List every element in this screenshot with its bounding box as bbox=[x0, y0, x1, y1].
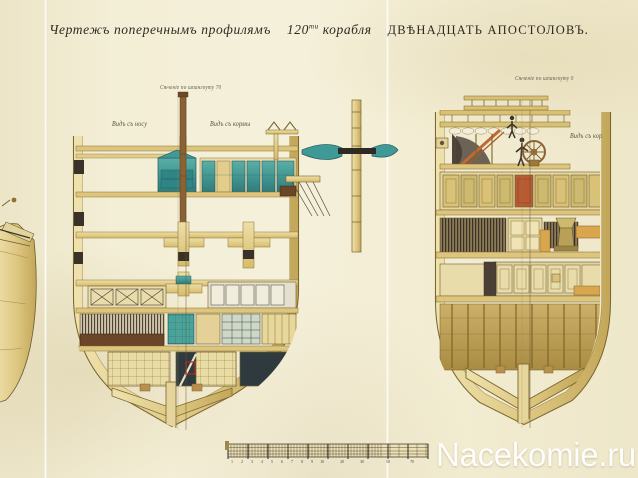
title-ship-word: корабля bbox=[322, 22, 372, 37]
title-ship-name: ДВѢНАДЦАТЬ АПОСТОЛОВЪ bbox=[387, 23, 585, 37]
right-ship-section bbox=[434, 95, 612, 428]
orlop-stores bbox=[79, 313, 297, 347]
ships-wheel bbox=[522, 140, 546, 167]
boarding-ladder bbox=[458, 128, 505, 169]
caption-left-top: Сѣченіе по шпангоуту 70 bbox=[160, 84, 222, 92]
svg-text:7: 7 bbox=[291, 460, 293, 464]
fold-crease-left bbox=[44, 0, 47, 478]
port-frame-ribs bbox=[74, 160, 84, 264]
svg-text:5: 5 bbox=[271, 460, 273, 464]
quarterdeck-interior bbox=[435, 115, 571, 170]
gun-deck-battery bbox=[439, 217, 600, 253]
crosstree-left bbox=[163, 221, 205, 297]
caption-left-stern-view: Видъ съ кормы bbox=[210, 121, 251, 129]
keel-structure bbox=[111, 381, 233, 428]
svg-text:9: 9 bbox=[311, 460, 313, 464]
svg-text:50: 50 bbox=[386, 460, 390, 464]
svg-text:1: 1 bbox=[231, 460, 233, 464]
edge-partial-hull bbox=[0, 197, 37, 403]
yard-arm-spar bbox=[301, 144, 399, 160]
crosstree-right bbox=[227, 221, 271, 269]
lower-cabin-bulkhead bbox=[439, 261, 600, 297]
caption-left-bow-view: Видъ съ носу bbox=[112, 121, 148, 129]
left-deckhouse bbox=[157, 149, 197, 193]
upper-deck-door-row bbox=[199, 157, 297, 195]
lower-deck-cabinets bbox=[87, 281, 297, 309]
svg-text:3: 3 bbox=[251, 460, 253, 464]
svg-text:6: 6 bbox=[281, 460, 283, 464]
site-watermark: Nacekomie.ru bbox=[436, 436, 636, 473]
caption-right-stern-view: Видъ съ кормы bbox=[570, 133, 611, 141]
svg-text:4: 4 bbox=[261, 460, 263, 464]
hold-stanchions bbox=[439, 303, 600, 371]
lower-mast-brown bbox=[177, 91, 189, 155]
left-ship-section bbox=[72, 91, 399, 430]
svg-text:2: 2 bbox=[241, 460, 243, 464]
graduated-scale-rule: 1 2 3 4 5 6 7 8 9 10 20 30 50 70 bbox=[225, 441, 429, 464]
capstan bbox=[553, 217, 579, 252]
channel-and-shrouds bbox=[279, 175, 331, 217]
svg-text:20: 20 bbox=[340, 460, 344, 464]
title-gun-count-suffix: ти bbox=[308, 22, 319, 31]
page-title: Чертежъ поперечнымъ профилямъ 120ти кора… bbox=[49, 22, 589, 37]
title-gun-count: 120 bbox=[286, 22, 309, 37]
hold-storage bbox=[107, 351, 293, 387]
svg-text:8: 8 bbox=[301, 460, 303, 464]
title-script-part: Чертежъ поперечнымъ профилямъ bbox=[49, 22, 272, 37]
svg-text:10: 10 bbox=[320, 460, 324, 464]
svg-text:30: 30 bbox=[360, 460, 364, 464]
top-gangway-ladder bbox=[463, 95, 549, 111]
masthead-fitting bbox=[265, 121, 299, 161]
caption-right-top: Сѣченіе по шпангоуту 0 bbox=[515, 75, 574, 83]
upper-mast-and-spar bbox=[177, 91, 399, 253]
svg-text:70: 70 bbox=[410, 460, 414, 464]
fold-crease-center bbox=[386, 0, 389, 478]
quarterdeck-railing bbox=[439, 110, 571, 135]
cabin-door-row bbox=[439, 171, 600, 211]
officer-figure bbox=[506, 115, 518, 139]
